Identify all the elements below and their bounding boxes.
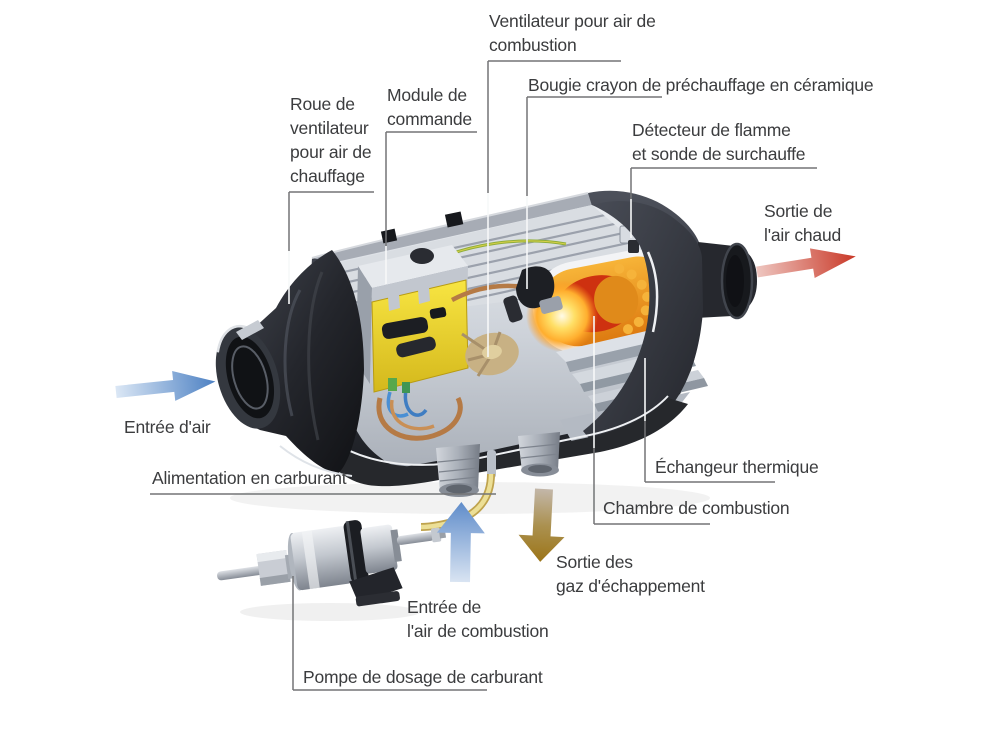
intake-tube-mouth bbox=[215, 325, 281, 429]
label-hot-air-outlet: Sortie de l'air chaud bbox=[764, 201, 842, 245]
air-inlet-arrow bbox=[115, 371, 216, 401]
control-module bbox=[371, 279, 469, 393]
label-exhaust-outlet: Sortie des gaz d'échappement bbox=[556, 552, 705, 596]
rim-clip bbox=[444, 211, 464, 228]
combustion-air-port bbox=[436, 444, 480, 497]
casing-top-rim bbox=[312, 193, 592, 263]
label-heat-exchanger: Échangeur thermique bbox=[655, 457, 819, 477]
hot-air-outlet-arrow bbox=[756, 248, 856, 279]
rim-clip bbox=[380, 228, 398, 244]
heater-body bbox=[215, 190, 757, 531]
label-glow-plug: Bougie crayon de préchauffage en céramiq… bbox=[528, 75, 874, 95]
combustion-fan bbox=[461, 331, 519, 377]
exhaust-port bbox=[518, 432, 560, 477]
end-cap bbox=[583, 201, 703, 447]
device-shadow bbox=[230, 482, 710, 514]
exhaust-arrow bbox=[518, 488, 565, 562]
label-heating-air-fan-wheel: Roue de ventilateur pour air de chauffag… bbox=[290, 94, 372, 186]
leader-lines-on-device bbox=[288, 193, 646, 448]
label-combustion-air-inlet: Entrée de l'air de combustion bbox=[407, 597, 549, 641]
fuel-metering-pump bbox=[217, 520, 447, 607]
label-air-inlet: Entrée d'air bbox=[124, 417, 211, 437]
label-flame-detector: Détecteur de flamme et sonde de surchauf… bbox=[632, 120, 806, 164]
intake-cone bbox=[215, 250, 364, 477]
label-combustion-chamber: Chambre de combustion bbox=[603, 498, 790, 518]
leader-lines bbox=[150, 60, 817, 691]
fuel-inlet-stub bbox=[487, 450, 496, 478]
label-combustion-air-fan: Ventilateur pour air de combustion bbox=[489, 11, 656, 55]
wiring bbox=[376, 283, 545, 441]
glow-plug-bracket bbox=[503, 266, 563, 323]
label-control-module: Module de commande bbox=[387, 85, 472, 129]
combustion-air-arrow bbox=[436, 502, 485, 583]
pump-shadow bbox=[240, 603, 420, 621]
label-fuel-supply: Alimentation en carburant bbox=[152, 468, 347, 488]
outlet-stub bbox=[696, 242, 757, 320]
label-fuel-metering-pump: Pompe de dosage de carburant bbox=[303, 667, 543, 687]
